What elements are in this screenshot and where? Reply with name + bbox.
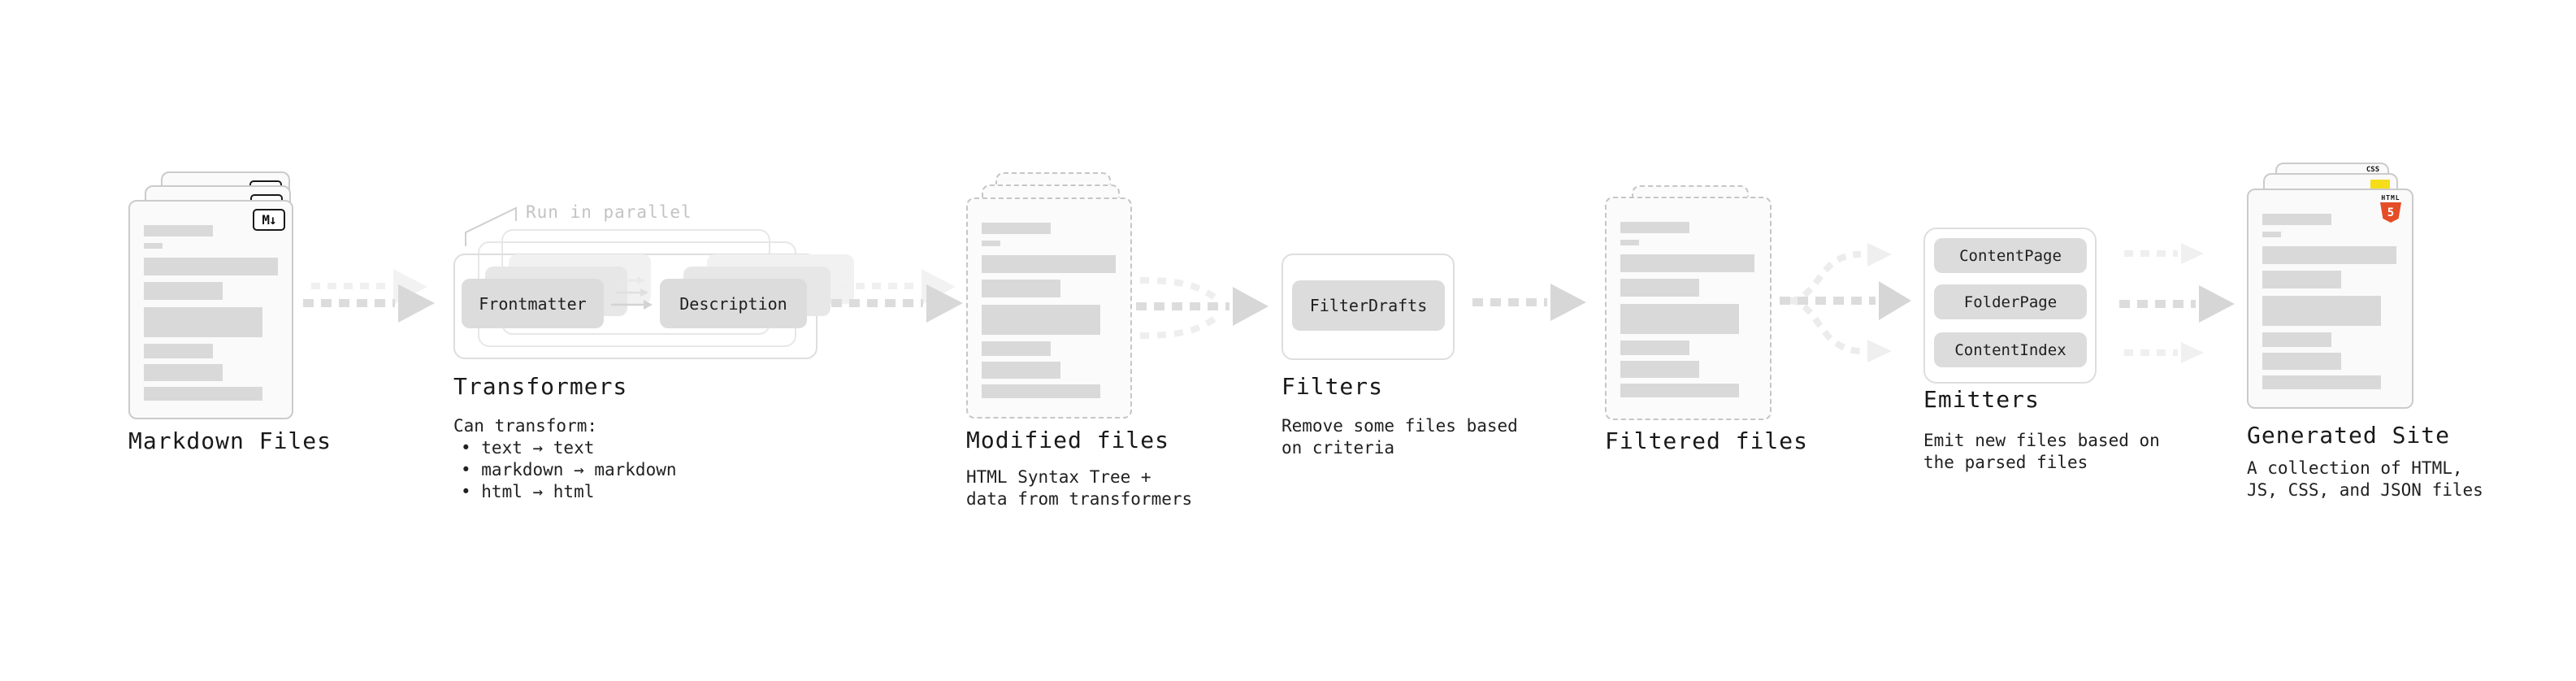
transformers-bullet: • text → text	[461, 438, 595, 458]
node-label-transformers: Transformers	[453, 373, 628, 400]
pill-filterdrafts: FilterDrafts	[1292, 280, 1445, 331]
node-label-emitters: Emitters	[1923, 386, 2040, 413]
parallel-run-arrows	[611, 276, 653, 310]
node-label-modified-files: Modified files	[966, 427, 1170, 453]
markdown-file-doc-front: M↓	[128, 200, 293, 419]
css-icon-label: CSS	[2366, 166, 2380, 174]
generated-site-description-line: A collection of HTML,	[2247, 458, 2463, 478]
filters-description-line: on criteria	[1281, 438, 1395, 458]
filters-description-line: Remove some files based	[1281, 416, 1518, 436]
modified-files-description: HTML Syntax Tree + data from transformer…	[966, 466, 1192, 510]
text-placeholder-bars	[2262, 190, 2402, 407]
transformers-bullet: • markdown → markdown	[461, 460, 677, 479]
filtered-file-doc-front	[1605, 197, 1772, 420]
generated-site-description: A collection of HTML, JS, CSS, and JSON …	[2247, 458, 2483, 501]
run-in-parallel-callout: Run in parallel	[526, 202, 692, 222]
pill-frontmatter: Frontmatter	[462, 279, 604, 328]
node-label-filters: Filters	[1281, 373, 1384, 400]
pill-description: Description	[660, 279, 807, 328]
flow-arrow-filters-to-filtered	[1472, 284, 1586, 321]
modified-files-description-line: HTML Syntax Tree +	[966, 467, 1151, 487]
site-doc-front-html: HTML 5	[2247, 189, 2413, 409]
node-label-generated-site: Generated Site	[2247, 422, 2451, 449]
filters-panel	[1281, 254, 1455, 360]
transformers-bullet: • html → html	[461, 482, 595, 501]
transformers-description-intro: Can transform:	[453, 416, 598, 436]
emitters-description-line: the parsed files	[1923, 453, 2088, 472]
modified-files-description-line: data from transformers	[966, 489, 1193, 509]
modified-file-doc-front	[966, 197, 1132, 419]
node-label-filtered-files: Filtered files	[1605, 427, 1809, 454]
node-label-markdown-files: Markdown Files	[128, 427, 332, 454]
emitters-description: Emit new files based on the parsed files	[1923, 430, 2160, 474]
flow-arrow-emitters-to-site	[2119, 243, 2235, 363]
pill-folderpage: FolderPage	[1934, 284, 2087, 319]
emitters-panel	[1923, 228, 2097, 384]
js-icon	[2370, 180, 2390, 190]
transformers-description: Can transform: • text → text • markdown …	[453, 415, 677, 503]
text-placeholder-bars	[144, 202, 282, 418]
flow-arrow-transformers-to-modified	[831, 269, 963, 323]
emitters-description-line: Emit new files based on	[1923, 431, 2160, 450]
flow-arrow-filtered-to-emitters	[1780, 243, 1911, 362]
text-placeholder-bars	[1620, 198, 1760, 419]
text-placeholder-bars	[982, 199, 1121, 417]
filters-description: Remove some files based on criteria	[1281, 415, 1518, 459]
pill-contentindex: ContentIndex	[1934, 332, 2087, 367]
callout-leader-line	[465, 206, 517, 246]
flow-arrow-markdown-to-transformers	[303, 269, 435, 323]
pill-contentpage: ContentPage	[1934, 238, 2087, 273]
generated-site-description-line: JS, CSS, and JSON files	[2247, 480, 2483, 500]
flow-arrow-modified-to-filters	[1136, 277, 1268, 339]
